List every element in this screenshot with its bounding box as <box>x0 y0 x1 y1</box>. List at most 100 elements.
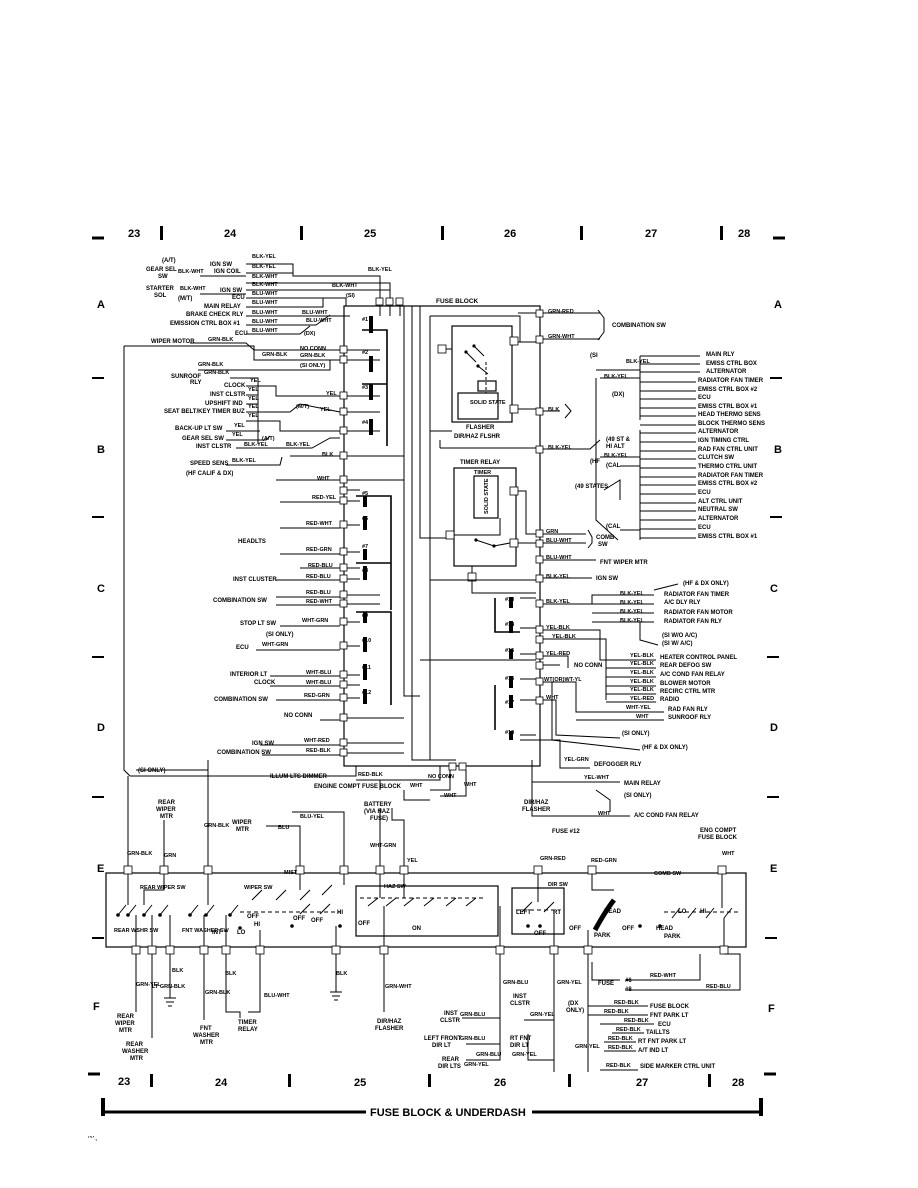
right-label-38: RADIATOR FAN MOTOR <box>664 610 733 616</box>
left-label-19: UPSHIFT IND <box>205 401 243 407</box>
wire-label-74: BLK-YEL <box>620 618 644 624</box>
wire-label-28: YEL <box>248 404 259 410</box>
right-label-6: ECU <box>698 395 711 401</box>
right-label-17: ECU <box>698 490 711 496</box>
fuse-3-label: #3 <box>362 385 368 391</box>
wire-label-117: GRN-YEL <box>512 1052 537 1058</box>
bottom-label-9: FLASHER <box>522 807 551 813</box>
wire-label-5: BLK-WHT <box>252 282 278 288</box>
left-label-9: ECU <box>232 295 245 301</box>
wire-label-124: RED-BLK <box>608 1036 633 1042</box>
wire-label-59: GRN-RED <box>548 309 574 315</box>
wire-label-88: YEL-GRN <box>564 757 589 763</box>
bottom-label-16: HI <box>337 910 343 916</box>
wire-label-55: NO CONN <box>428 774 454 780</box>
right-label-46: BLOWER MOTOR <box>660 681 711 687</box>
bottom-label-25: OFF <box>569 926 581 932</box>
right-label-39: RADIATOR FAN RLY <box>664 619 722 625</box>
left-label-28: COMBINATION SW <box>213 598 267 604</box>
wire-label-58: WHT <box>444 793 457 799</box>
left-label-40: ENGINE COMPT FUSE BLOCK <box>314 784 402 790</box>
fuse-1-label: #1 <box>362 317 368 323</box>
wire-label-57: WHT <box>464 782 477 788</box>
grid-col-24-bottom: 24 <box>215 1077 228 1089</box>
wire-label-112: RED-WHT <box>650 973 677 979</box>
bottom-label-23: RT <box>553 910 561 916</box>
bottom-label-6: WIPER <box>232 820 252 826</box>
bottom-label-62: LEFT FRONT <box>424 1036 462 1042</box>
left-label-3: IGN COIL <box>214 269 241 275</box>
flasher-solid-state-label: SOLID STATE <box>470 400 506 406</box>
wire-label-126: RED-BLK <box>606 1063 631 1069</box>
bottom-label-34: #6 <box>625 978 632 984</box>
bottom-label-60: INST <box>444 1011 458 1017</box>
fuse-4-label: #4 <box>362 420 369 426</box>
grid-col-24-top: 24 <box>224 228 237 240</box>
bottom-label-52: TIMER <box>238 1020 257 1026</box>
right-label-0: COMBINATION SW <box>612 323 666 329</box>
right-label-24: (DX) <box>612 392 624 398</box>
row-c-left: C <box>97 583 105 595</box>
wire-label-14: BLU-WHT <box>252 319 278 325</box>
left-label-10: MAIN RELAY <box>204 304 241 310</box>
wire-label-30: YEL <box>320 407 331 413</box>
grid-col-27-bottom: 27 <box>636 1077 648 1089</box>
bottom-label-43: REAR <box>117 1014 135 1020</box>
flasher-label: FLASHER <box>466 425 495 431</box>
left-label-22: GEAR SEL SW <box>182 436 224 442</box>
fuse-5-label: #5 <box>362 491 368 497</box>
left-label-20: SEAT BELT/KEY TIMER BUZ <box>164 409 245 415</box>
wire-label-21: GRN-BLK <box>198 362 223 368</box>
left-label-17: CLOCK <box>224 383 246 389</box>
bottom-label-0: REAR <box>158 800 176 806</box>
rear-wiper-sw-label: REAR WIPER SW <box>140 885 186 891</box>
wire-label-16: BLU-WHT <box>252 328 278 334</box>
left-label-1: IGN SW <box>210 262 232 268</box>
right-label-56: A/C COND FAN RELAY <box>634 813 699 819</box>
wire-label-17: GRN-BLK <box>208 337 233 343</box>
fuse-2-label: #2 <box>362 350 368 356</box>
row-e-left: E <box>97 863 104 875</box>
wire-label-56: WHT <box>410 783 423 789</box>
right-label-18: ALT CTRL UNIT <box>698 499 743 505</box>
switch-assembly: MIST WIPER SW REAR WIPER SW REAR WSHR SW… <box>105 865 747 955</box>
wire-label-96: WHT-GRN <box>370 843 396 849</box>
wire-label-125: RED-BLK <box>608 1045 633 1051</box>
right-label-22: EMISS CTRL BOX #1 <box>698 534 758 540</box>
wire-label-42: RED-GRN <box>306 547 332 553</box>
row-a-left: A <box>97 299 105 311</box>
wire-label-27: YEL <box>248 396 259 402</box>
left-label-25: (HF CALIF & DX) <box>186 471 233 477</box>
wire-label-2: BLK-YEL <box>368 267 392 273</box>
fuse-8-label: #8 <box>362 568 368 574</box>
right-label-41: (SI W/ A/C) <box>662 641 692 647</box>
fuse-6-label: #6 <box>362 516 368 522</box>
bottom-label-24: OFF <box>534 931 546 937</box>
bottom-label-7: MTR <box>236 827 250 833</box>
right-label-31: COMB <box>596 535 615 541</box>
wire-label-103: BLK <box>172 968 183 974</box>
right-label-21: ECU <box>698 525 711 531</box>
wire-label-106: BLU-WHT <box>264 993 290 999</box>
flasher-sub-label: DIR/HAZ FLSHR <box>454 434 501 440</box>
grid-col-28-top: 28 <box>738 228 750 240</box>
left-label-0: (A/T) <box>162 258 176 264</box>
wiper-sw-label: WIPER SW <box>244 885 273 891</box>
bottom-label-39: TAILLTS <box>646 1030 670 1036</box>
wire-label-53: RED-BLK <box>306 748 331 754</box>
left-label-16: RLY <box>190 380 201 386</box>
wire-label-46: RED-WHT <box>306 599 333 605</box>
left-label-11: BRAKE CHECK RLY <box>186 312 243 318</box>
wire-label-85: WHT-YEL <box>626 705 651 711</box>
wire-label-60: GRN-WHT <box>548 334 575 340</box>
right-label-45: A/C COND FAN RELAY <box>660 672 725 678</box>
fuse-block-internal-wiring <box>347 306 536 761</box>
wire-label-63: BLK-YEL <box>626 359 650 365</box>
left-label-29: STOP LT SW <box>240 621 276 627</box>
wire-label-68: BLU-WHT <box>546 555 572 561</box>
fuse-13-label: #13 <box>505 597 514 603</box>
bottom-label-3: BATTERY <box>364 802 392 808</box>
wire-label-89: YEL-WHT <box>584 775 610 781</box>
wire-label-34: (A/T) <box>262 436 275 442</box>
